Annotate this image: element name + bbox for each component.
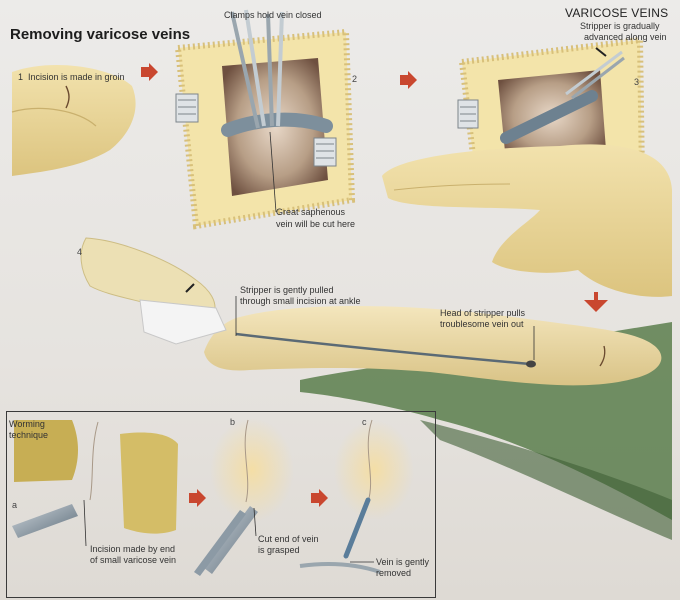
- worming-a-number: a: [12, 500, 18, 510]
- step-2-bottom-caption-line-1: Great saphenous: [276, 207, 346, 217]
- gauze: [139, 299, 227, 345]
- step-3-number: 3: [634, 77, 640, 87]
- step-4-caption-b-line-2: troublesome vein out: [440, 319, 524, 329]
- worming-technique-inset: [6, 411, 436, 598]
- worming-c-caption-line-2: removed: [376, 568, 412, 578]
- step-2-number: 2: [352, 74, 358, 84]
- worming-c-illustration: [299, 419, 414, 574]
- clamp-illustration: [174, 9, 356, 230]
- worming-c-caption-line-1: Vein is gently: [376, 557, 430, 567]
- worming-a-caption-line-1: Incision made by end: [90, 544, 176, 554]
- groin-illustration: [11, 64, 136, 176]
- step-3-caption-line-2: advanced along vein: [584, 32, 667, 42]
- step-3-caption-line-1: Stripper is gradually: [580, 21, 660, 31]
- chapter-header: VARICOSE VEINS: [565, 6, 669, 20]
- arrow-2-to-3: [400, 71, 417, 89]
- groin-incision: [65, 85, 70, 109]
- arrow-a-to-b: [189, 489, 206, 507]
- worming-title-line-1: Worming: [9, 419, 45, 429]
- worming-b-number: b: [230, 417, 236, 427]
- worming-b-caption-line-1: Cut end of vein: [258, 534, 319, 544]
- step-2-top-caption: Clamps hold vein closed: [224, 10, 322, 20]
- worming-a-illustration: [12, 420, 178, 547]
- arrow-3-to-4: [584, 292, 608, 312]
- worming-b-caption-line-2: is grasped: [258, 545, 300, 555]
- step-1-caption: Incision is made in groin: [28, 72, 125, 82]
- worming-a-caption-line-2: of small varicose vein: [90, 555, 177, 565]
- step-1-number: 1: [18, 72, 24, 82]
- step-4-caption-a-line-1: Stripper is gently pulled: [240, 285, 334, 295]
- stripper-wire: [235, 332, 531, 366]
- stripper-head: [526, 360, 536, 368]
- arrow-b-to-c: [311, 489, 328, 507]
- step-4-number: 4: [77, 247, 83, 257]
- worming-c-number: c: [362, 417, 367, 427]
- leg-illustration: [80, 237, 672, 540]
- stripper-advance-illustration: [382, 36, 672, 297]
- worming-b-illustration: [194, 418, 294, 576]
- step-4-caption-a-line-2: through small incision at ankle: [240, 296, 361, 306]
- step-4-caption-b-line-1: Head of stripper pulls: [440, 308, 526, 318]
- step-2-bottom-caption-line-2: vein will be cut here: [276, 219, 356, 229]
- arrow-1-to-2: [141, 63, 158, 81]
- page-title: Removing varicose veins: [10, 26, 191, 43]
- worming-title-line-2: technique: [9, 430, 49, 440]
